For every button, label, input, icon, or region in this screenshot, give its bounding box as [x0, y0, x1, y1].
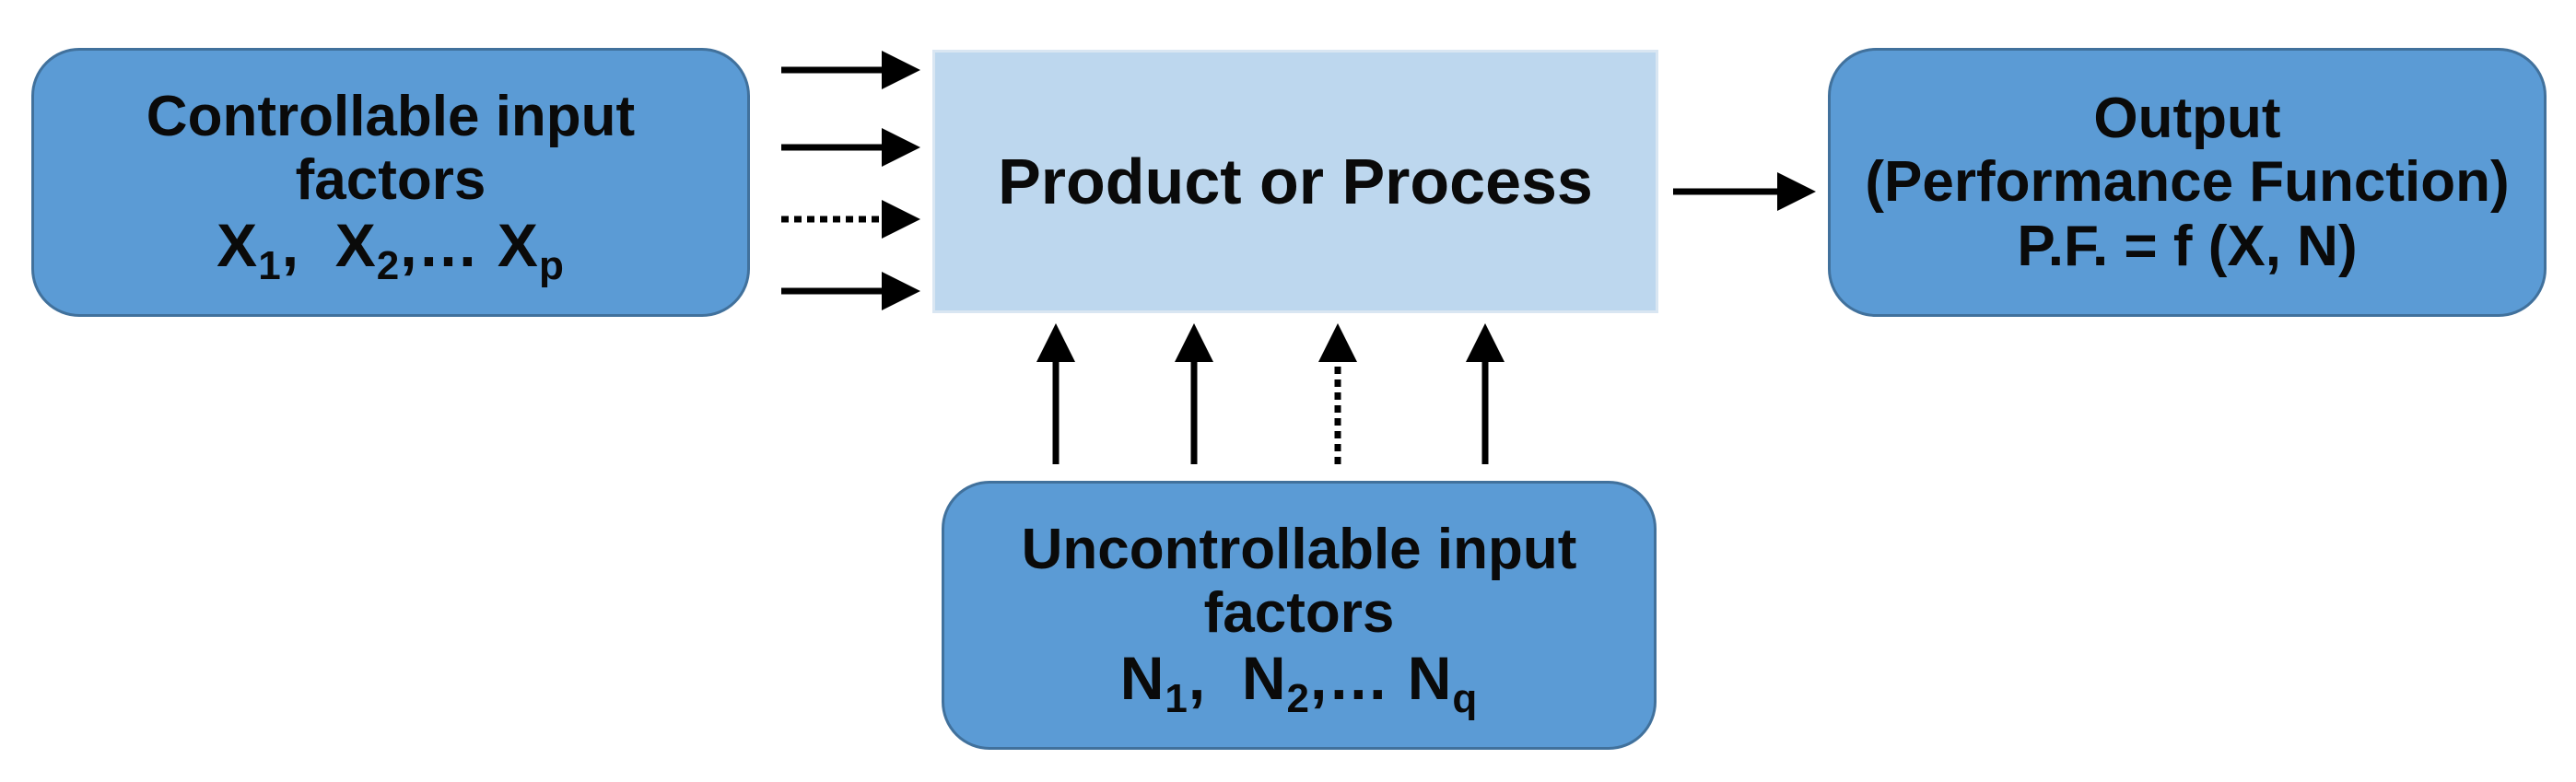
output-formula: P.F. = f (X, N) — [2017, 214, 2358, 278]
uncontrollable-var3: N — [1407, 644, 1453, 713]
uncontrollable-sep1: , — [1188, 644, 1242, 713]
output-title: Output — [2093, 86, 2281, 150]
uncontrollable-sub1: 1 — [1165, 676, 1188, 722]
controllable-var3: X — [497, 211, 539, 280]
output-box: Output (Performance Function) P.F. = f (… — [1828, 48, 2547, 317]
controllable-var2: X — [334, 211, 377, 280]
controllable-var1: X — [217, 211, 259, 280]
uncontrollable-sub2: 2 — [1286, 676, 1311, 722]
uncontrollable-sep2: ,… — [1310, 644, 1408, 713]
controllable-sep1: , — [281, 211, 335, 280]
controllable-sub3: p — [538, 243, 565, 289]
uncontrollable-sub3: q — [1452, 676, 1479, 722]
controllable-sub1: 1 — [258, 243, 282, 289]
uncontrollable-title-line2: factors — [1203, 581, 1395, 646]
process-title: Product or Process — [998, 145, 1593, 217]
controllable-variables: X1, X2,… Xp — [217, 211, 565, 286]
controllable-title-line2: factors — [295, 148, 486, 213]
controllable-sub2: 2 — [376, 243, 401, 289]
process-box: Product or Process — [932, 50, 1658, 313]
uncontrollable-factors-box: Uncontrollable input factors N1, N2,… Nq — [942, 481, 1657, 750]
controllable-title-line1: Controllable input — [146, 84, 636, 148]
output-subtitle: (Performance Function) — [1865, 150, 2510, 215]
uncontrollable-title-line1: Uncontrollable input — [1021, 517, 1577, 581]
uncontrollable-var1: N — [1119, 644, 1165, 713]
uncontrollable-var2: N — [1241, 644, 1287, 713]
controllable-sep2: ,… — [400, 211, 498, 280]
uncontrollable-variables: N1, N2,… Nq — [1119, 644, 1479, 719]
controllable-factors-box: Controllable input factors X1, X2,… Xp — [31, 48, 750, 317]
